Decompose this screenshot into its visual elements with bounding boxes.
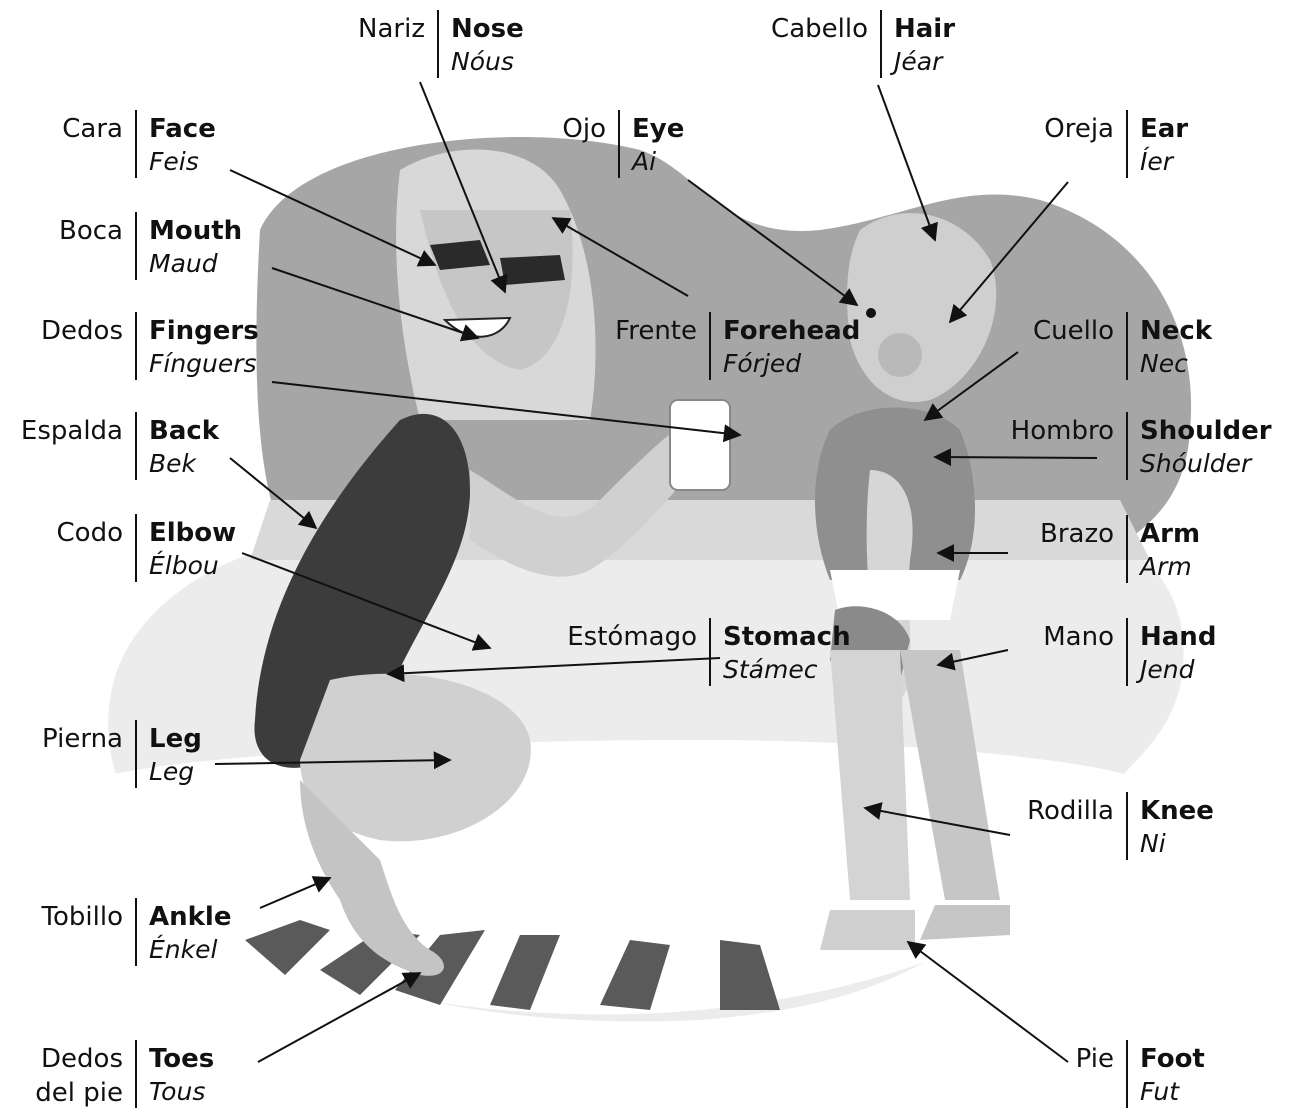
spanish-word: Cabello: [771, 12, 880, 46]
pronunciation: Maud: [149, 248, 218, 280]
english-word: Leg: [149, 722, 202, 756]
spanish-word: Espalda: [21, 414, 135, 448]
divider: [1126, 618, 1128, 686]
pronunciation: Feis: [149, 146, 199, 178]
pronunciation: Shóulder: [1140, 448, 1251, 480]
spanish-word: Cuello: [1033, 314, 1126, 348]
spanish-word: Cara: [62, 112, 135, 146]
divider: [135, 110, 137, 178]
divider: [1126, 792, 1128, 860]
spanish-word: Brazo: [1040, 517, 1126, 551]
pronunciation: Ni: [1140, 828, 1166, 860]
pronunciation: Arm: [1140, 551, 1192, 583]
pronunciation: Jend: [1140, 654, 1194, 686]
divider: [135, 720, 137, 788]
english-word: Knee: [1140, 794, 1214, 828]
pronunciation: Stámec: [723, 654, 817, 686]
spanish-word: Nariz: [358, 12, 437, 46]
english-word: Hair: [894, 12, 955, 46]
spanish-word: Tobillo: [42, 900, 135, 934]
pronunciation: Énkel: [149, 934, 217, 966]
spanish-word: Dedos: [41, 314, 135, 348]
english-word: Forehead: [723, 314, 860, 348]
spanish-word: Dedos: [41, 1042, 135, 1076]
spanish-word: Ojo: [562, 112, 618, 146]
spanish-word: Pierna: [42, 722, 135, 756]
pronunciation: Leg: [149, 756, 194, 788]
english-word: Neck: [1140, 314, 1212, 348]
spanish-word: Mano: [1043, 620, 1126, 654]
english-word: Eye: [632, 112, 684, 146]
english-word: Nose: [451, 12, 524, 46]
arrow-shoulder: [935, 457, 1097, 458]
english-word: Face: [149, 112, 216, 146]
pronunciation: Élbou: [149, 550, 219, 582]
pronunciation: Fórjed: [723, 348, 801, 380]
pronunciation: Fut: [1140, 1076, 1179, 1108]
english-word: Ankle: [149, 900, 231, 934]
english-word: Stomach: [723, 620, 851, 654]
divider: [1126, 110, 1128, 178]
spanish-word: Hombro: [1011, 414, 1126, 448]
english-word: Toes: [149, 1042, 214, 1076]
pronunciation: Íer: [1140, 146, 1173, 178]
english-word: Elbow: [149, 516, 236, 550]
spanish-word: Oreja: [1044, 112, 1126, 146]
divider: [135, 312, 137, 380]
english-word: Ear: [1140, 112, 1188, 146]
english-word: Hand: [1140, 620, 1216, 654]
spanish-word: Estómago: [567, 620, 709, 654]
spanish-word: Frente: [615, 314, 709, 348]
divider: [135, 1040, 137, 1108]
divider: [1126, 515, 1128, 583]
pronunciation: Ai: [632, 146, 656, 178]
spanish-word: Codo: [57, 516, 135, 550]
pronunciation: Nóus: [451, 46, 514, 78]
divider: [135, 514, 137, 582]
english-word: Shoulder: [1140, 414, 1272, 448]
divider: [1126, 1040, 1128, 1108]
divider: [618, 110, 620, 178]
divider: [709, 312, 711, 380]
arrow-foot: [908, 942, 1068, 1062]
divider: [135, 412, 137, 480]
spanish-word-line2: del pie: [35, 1076, 135, 1110]
divider: [135, 898, 137, 966]
spanish-word: Pie: [1076, 1042, 1126, 1076]
pronunciation: Jéar: [894, 46, 942, 78]
english-word: Fingers: [149, 314, 259, 348]
english-word: Foot: [1140, 1042, 1205, 1076]
pronunciation: Tous: [149, 1076, 205, 1108]
english-word: Back: [149, 414, 219, 448]
divider: [880, 10, 882, 78]
divider: [135, 212, 137, 280]
english-word: Mouth: [149, 214, 242, 248]
divider: [709, 618, 711, 686]
pronunciation: Nec: [1140, 348, 1188, 380]
pronunciation: Fínguers: [149, 348, 257, 380]
arrow-toes: [258, 973, 420, 1062]
spanish-word: Rodilla: [1027, 794, 1126, 828]
english-word: Arm: [1140, 517, 1200, 551]
spanish-word: Boca: [59, 214, 135, 248]
divider: [437, 10, 439, 78]
divider: [1126, 412, 1128, 480]
divider: [1126, 312, 1128, 380]
pronunciation: Bek: [149, 448, 196, 480]
